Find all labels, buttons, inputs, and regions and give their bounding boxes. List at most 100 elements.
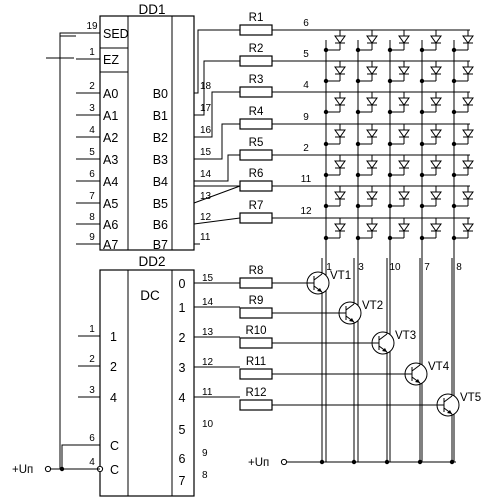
- dd1-right-pin-number: 12: [200, 212, 212, 223]
- matrix-diode: [390, 124, 410, 145]
- dd2-right-pin-label: 4: [179, 391, 186, 405]
- diode-triangle: [462, 223, 474, 232]
- row-resistor: [239, 180, 273, 192]
- matrix-diode: [454, 30, 474, 51]
- diode-triangle: [334, 66, 346, 75]
- base-resistor-label: R8: [249, 265, 264, 277]
- dd2-right-pin-number: 11: [202, 387, 213, 398]
- base-resistor: [239, 307, 273, 319]
- row-resistor-label: R2: [249, 43, 264, 55]
- dd2-right-pin-number: 15: [202, 273, 214, 284]
- emitter-arrow: [447, 410, 452, 414]
- row-resistor-label: R4: [249, 106, 264, 118]
- diode-triangle: [462, 97, 474, 106]
- transistor-label: VT3: [395, 330, 416, 342]
- matrix-diode: [358, 155, 378, 176]
- dd2-left-pin-number: 1: [89, 324, 95, 335]
- dd2-title: DD2: [138, 254, 165, 269]
- diode-triangle: [430, 223, 442, 232]
- row-resistor: [239, 118, 273, 130]
- matrix-diode: [422, 155, 442, 176]
- matrix-diode: [454, 124, 474, 145]
- dd1-right-pin-number: 16: [200, 125, 212, 136]
- dd2-left-pin-label: 4: [110, 391, 117, 405]
- transistor: [338, 258, 362, 462]
- matrix-diode: [454, 61, 474, 82]
- matrix-diode: [422, 218, 442, 239]
- transistor-label: VT1: [330, 270, 351, 282]
- matrix-diode: [422, 61, 442, 82]
- diode-triangle: [430, 129, 442, 138]
- row-resistor: [239, 24, 273, 36]
- row-line-number: 6: [303, 18, 309, 29]
- transistor-collector: [443, 395, 453, 403]
- transistor-label: VT4: [428, 361, 450, 373]
- rail-junction: [417, 459, 423, 465]
- diode-triangle: [366, 35, 378, 44]
- row-line-number: 4: [303, 80, 309, 91]
- base-resistor-label: R10: [245, 325, 266, 337]
- dd1-right-pin-number: 18: [200, 81, 212, 92]
- matrix-diode: [390, 92, 410, 113]
- dd2-right-pin-label: 2: [179, 331, 186, 345]
- matrix-diode: [454, 186, 474, 207]
- diode-triangle: [366, 191, 378, 200]
- diode-triangle: [430, 66, 442, 75]
- dd1-right-pin-number: 13: [200, 191, 212, 202]
- dd2-function-label: DC: [140, 288, 160, 303]
- dd1-body: [99, 15, 195, 251]
- dd1-left-pin-label: A1: [103, 109, 118, 123]
- supply-terminal-right: [280, 458, 288, 466]
- dd1-right-pin-number: 11: [200, 232, 211, 243]
- diode-triangle: [398, 35, 410, 44]
- dd1-left-pin-label: A7: [103, 238, 118, 252]
- diode-triangle: [462, 129, 474, 138]
- matrix-diode: [358, 218, 378, 239]
- row-line-number: 2: [303, 143, 309, 154]
- transistor: [371, 258, 395, 462]
- diode-triangle: [366, 97, 378, 106]
- dd2-left-pin-number: 6: [89, 433, 95, 444]
- dd1-left-pin-label: EZ: [103, 53, 119, 67]
- dd1-output-link: [194, 154, 240, 182]
- dd2-right-pin-label: 5: [179, 423, 186, 437]
- row-resistor-label: R3: [249, 74, 264, 86]
- dd1-output-link: [194, 29, 240, 94]
- row-line-number: 12: [300, 206, 312, 217]
- diode-triangle: [430, 35, 442, 44]
- dd1-right-pin-label: B5: [153, 197, 168, 211]
- dd1-left-pin-number: 2: [89, 81, 95, 92]
- diode-triangle: [462, 35, 474, 44]
- dd2-right-pin-number: 8: [202, 470, 208, 481]
- dd1-b5-link: [193, 185, 241, 204]
- dd1-right-pin-label: B1: [153, 109, 168, 123]
- dd1-left-pin-label: A2: [103, 131, 118, 145]
- supply-rail-left: [59, 35, 76, 469]
- diode-triangle: [334, 97, 346, 106]
- base-resistor: [239, 368, 273, 380]
- row-resistor-label: R7: [249, 200, 264, 212]
- row-line-number: 9: [303, 112, 309, 123]
- sed-ground-wire: [59, 32, 76, 58]
- dd1-left-pin-number: 5: [89, 147, 95, 158]
- transistor: [306, 258, 330, 462]
- diode-triangle: [430, 191, 442, 200]
- transistor-collector: [313, 273, 323, 281]
- diode-triangle: [334, 35, 346, 44]
- dd1-left-pin-number: 3: [89, 103, 95, 114]
- diode-triangle: [366, 223, 378, 232]
- row-resistor-label: R1: [249, 12, 264, 24]
- column-line-number: 1: [326, 262, 332, 273]
- emitter-arrow: [382, 348, 387, 352]
- matrix-diode: [390, 186, 410, 207]
- row-resistor: [239, 55, 273, 67]
- dd2-right-pin-label: 0: [179, 277, 186, 291]
- dd1-right-pin-label: B6: [153, 218, 168, 232]
- emitter-arrow: [349, 318, 354, 322]
- matrix-diode: [390, 30, 410, 51]
- dd1-left-pin-number: 1: [89, 47, 95, 58]
- diode-triangle: [398, 129, 410, 138]
- base-resistor-label: R9: [249, 295, 264, 307]
- transistor-collector: [411, 364, 421, 372]
- diode-triangle: [334, 160, 346, 169]
